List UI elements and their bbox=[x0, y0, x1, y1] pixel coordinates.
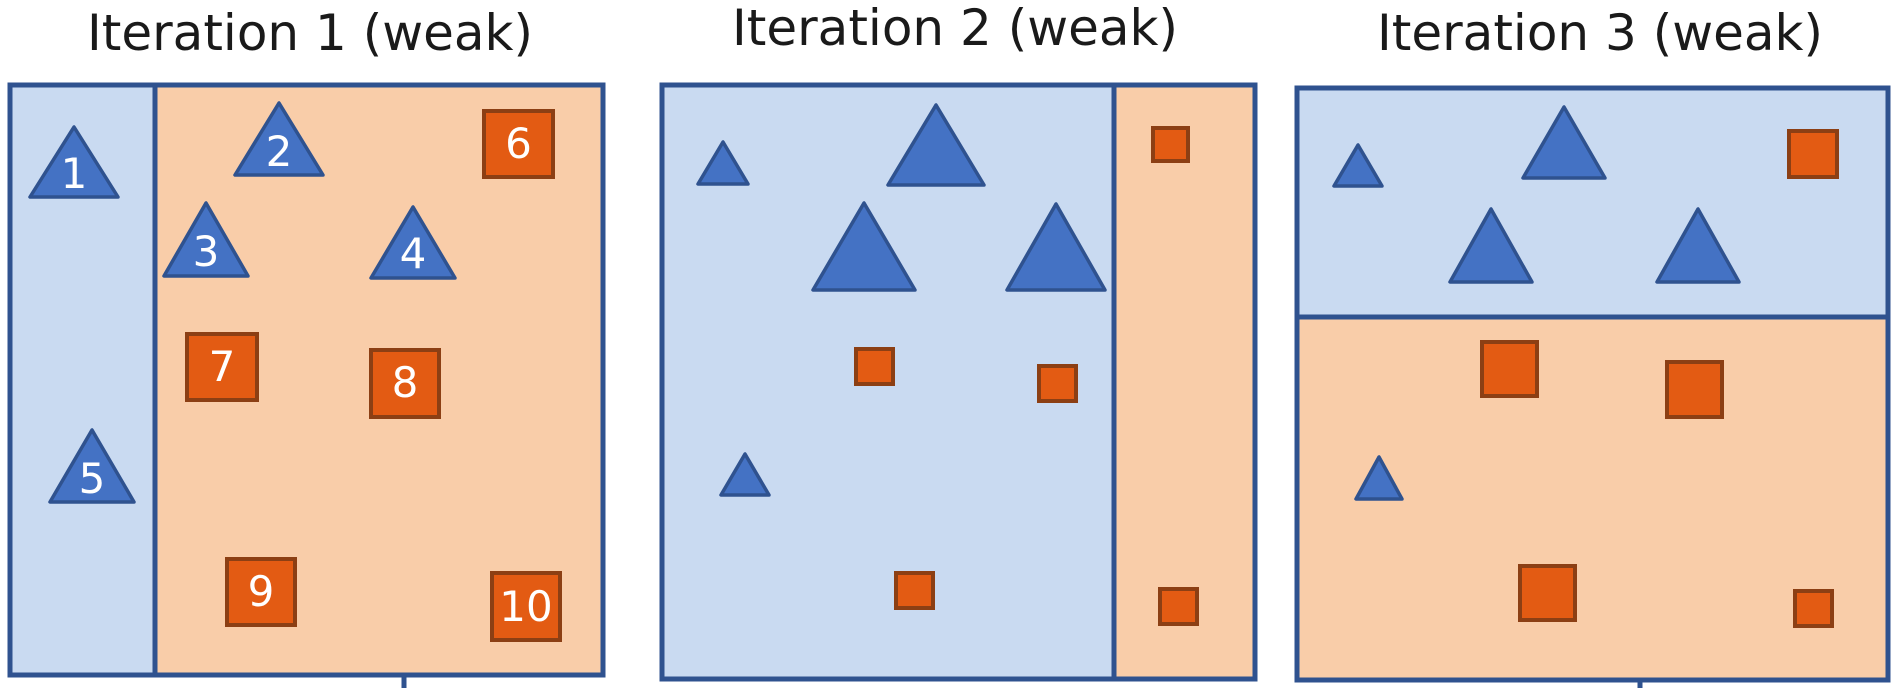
region-positive bbox=[1297, 88, 1888, 317]
triangle-label: 4 bbox=[400, 229, 427, 278]
panel-iteration-3: Iteration 3 (weak) bbox=[1294, 4, 1891, 688]
square-label: 9 bbox=[248, 567, 275, 616]
square-6: 6 bbox=[482, 109, 555, 179]
triangle-4: 4 bbox=[369, 205, 457, 280]
square-large bbox=[1665, 360, 1724, 419]
triangle-label: 2 bbox=[266, 127, 293, 176]
triangle-5: 5 bbox=[48, 428, 136, 504]
panel-title: Iteration 2 (weak) bbox=[732, 0, 1178, 57]
square-large bbox=[1518, 564, 1577, 622]
square-small bbox=[1158, 587, 1199, 626]
triangle-small bbox=[696, 140, 750, 186]
panel-frame bbox=[1294, 85, 1891, 683]
triangle-small bbox=[1354, 455, 1404, 501]
triangle-1: 1 bbox=[28, 125, 120, 199]
square-10: 10 bbox=[490, 571, 562, 642]
panel-frame bbox=[659, 82, 1258, 682]
square-small bbox=[1793, 589, 1834, 628]
square-small bbox=[1151, 126, 1190, 163]
square-large bbox=[1480, 340, 1539, 398]
panel-frame bbox=[7, 82, 606, 678]
square-medium bbox=[1787, 129, 1839, 179]
triangle-large bbox=[1005, 202, 1107, 292]
triangle-large bbox=[886, 103, 986, 187]
triangle-large bbox=[1521, 105, 1607, 180]
triangle-label: 5 bbox=[79, 454, 106, 503]
square-label: 6 bbox=[505, 119, 532, 168]
square-7: 7 bbox=[185, 332, 259, 402]
square-small bbox=[1037, 364, 1078, 403]
square-label: 10 bbox=[499, 582, 552, 631]
square-8: 8 bbox=[369, 348, 441, 419]
triangle-label: 3 bbox=[193, 227, 220, 276]
triangle-small bbox=[719, 452, 771, 497]
triangle-small bbox=[1332, 143, 1384, 188]
square-small bbox=[894, 571, 935, 610]
region-negative bbox=[1114, 85, 1255, 679]
panel-title: Iteration 3 (weak) bbox=[1377, 4, 1823, 62]
square-label: 8 bbox=[392, 358, 419, 407]
panel-iteration-1: Iteration 1 (weak) 1 2 3 4 5 bbox=[7, 4, 606, 688]
triangle-2: 2 bbox=[233, 101, 325, 177]
square-9: 9 bbox=[225, 557, 297, 627]
triangle-large bbox=[811, 201, 917, 292]
triangle-large bbox=[1448, 207, 1534, 284]
panel-iteration-2: Iteration 2 (weak) bbox=[659, 0, 1258, 682]
triangle-label: 1 bbox=[61, 149, 88, 198]
panel-title: Iteration 1 (weak) bbox=[87, 4, 533, 62]
square-small bbox=[854, 347, 895, 386]
triangle-large bbox=[1655, 207, 1741, 284]
triangle-3: 3 bbox=[162, 201, 250, 278]
square-label: 7 bbox=[209, 342, 236, 391]
